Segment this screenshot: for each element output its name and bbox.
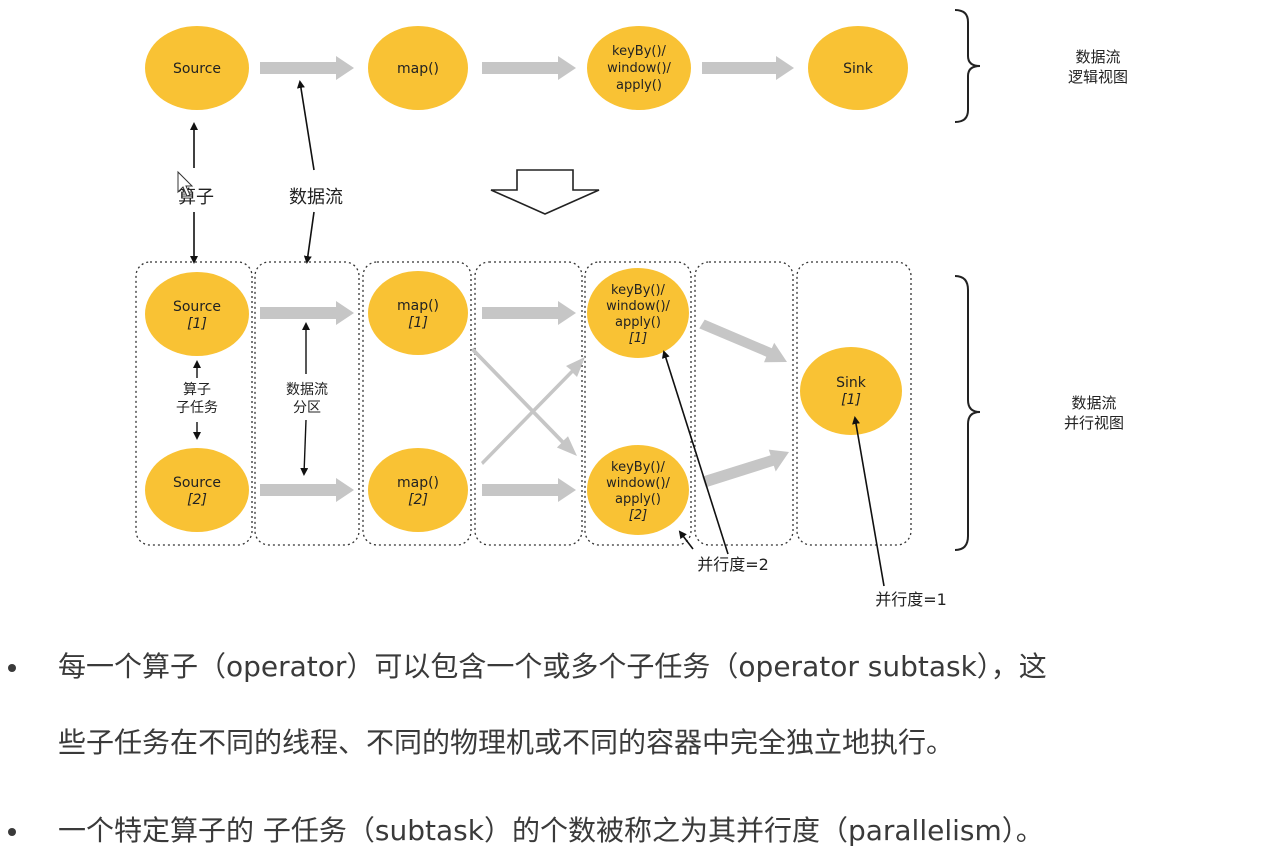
keyby-2-index: [2]: [629, 508, 647, 523]
bullet-dot-icon: [8, 828, 16, 836]
logical-dataflow-arrows: [260, 56, 794, 80]
parallelism-2-label: 并行度=2: [697, 555, 769, 574]
parallel-view-label-line2: 并行视图: [1064, 414, 1124, 432]
keyby-1-line3: apply(): [615, 315, 661, 330]
dataflow-diagram: Source map() keyBy()/ window()/ apply() …: [135, 9, 1128, 609]
logical-arrow-map-keyby: [482, 56, 576, 80]
map-2-label: map(): [397, 475, 439, 491]
column-dataflow-partition-1: [254, 261, 360, 546]
source-2-index: [2]: [187, 492, 207, 508]
operator-subtask-label-line2: 子任务: [176, 400, 218, 416]
column-sink: [796, 261, 912, 546]
dataflow-annotation-arrow-up: [296, 80, 315, 171]
parallel-view-brace: [954, 275, 981, 551]
parallel-node-source-2: Source [2]: [145, 448, 249, 532]
column-source: [135, 261, 253, 546]
map-1-label: map(): [397, 298, 439, 314]
logical-view-brace: [954, 9, 981, 123]
keyby-2-line1: keyBy()/: [611, 460, 666, 475]
source-1-index: [1]: [187, 316, 207, 332]
parallelism-1-pointer-sink: [852, 416, 885, 587]
arrow-source1-map1: [260, 301, 354, 325]
arrow-keyby2-sink1: [702, 449, 789, 488]
parallelism-2-pointer-keyby2: [678, 530, 694, 550]
parallel-dataflow-arrows: [260, 301, 789, 502]
bullet-1-line2: 些子任务在不同的线程、不同的物理机或不同的容器中完全独立地执行。: [58, 726, 955, 759]
arrow-map1-keyby1: [482, 301, 576, 325]
column-keyby: [584, 261, 692, 546]
parallel-node-map-2: map() [2]: [368, 448, 468, 532]
parallel-columns: [135, 261, 912, 546]
dataflow-annotation-label: 数据流: [289, 187, 343, 208]
parallel-view-label-line1: 数据流: [1071, 394, 1116, 412]
sink-1-index: [1]: [841, 392, 861, 408]
parallel-node-map-1: map() [1]: [368, 271, 468, 355]
dataflow-partition-label-line2: 分区: [293, 400, 321, 416]
source-1-label: Source: [173, 299, 221, 315]
logical-view-label-line1: 数据流: [1075, 48, 1120, 66]
keyby-1-line1: keyBy()/: [611, 283, 666, 298]
logical-node-sink-label: Sink: [843, 61, 874, 77]
arrow-map2-keyby2: [482, 478, 576, 502]
parallel-node-keyby-1: keyBy()/ window()/ apply() [1]: [587, 268, 689, 358]
map-2-index: [2]: [408, 492, 428, 508]
column-dataflow-partition-2: [474, 261, 583, 546]
operator-subtask-label-line1: 算子: [183, 382, 211, 398]
keyby-1-line2: window()/: [606, 299, 670, 314]
column-dataflow-partition-3: [694, 261, 794, 546]
logical-arrow-source-map: [260, 56, 354, 80]
source-2-label: Source: [173, 475, 221, 491]
logical-node-source-label: Source: [173, 61, 221, 77]
dataflow-annotation-arrow-down: [303, 211, 315, 264]
parallelism-1-label: 并行度=1: [875, 590, 947, 609]
logical-node-keyby-line2: window()/: [607, 61, 671, 76]
bullet-2-line1: 一个特定算子的 子任务（subtask）的个数被称之为其并行度（parallel…: [58, 814, 1044, 847]
logical-node-keyby-line3: apply(): [616, 78, 662, 93]
keyby-2-line2: window()/: [606, 476, 670, 491]
logical-node-sink: Sink: [808, 26, 908, 110]
arrow-keyby1-sink1: [699, 319, 787, 363]
logical-arrow-keyby-sink: [702, 56, 794, 80]
logical-view-label-line2: 逻辑视图: [1068, 68, 1128, 86]
logical-node-map-label: map(): [397, 61, 439, 77]
dataflow-partition-label-line1: 数据流: [286, 382, 328, 398]
bullet-dot-icon: [8, 664, 16, 672]
operator-annotation-label: 算子: [178, 187, 214, 208]
logical-node-map: map(): [368, 26, 468, 110]
logical-node-source: Source: [145, 26, 249, 110]
map-1-index: [1]: [408, 315, 428, 331]
bullet-1-line1: 每一个算子（operator）可以包含一个或多个子任务（operator sub…: [58, 650, 1047, 683]
transform-down-arrow: [490, 169, 600, 215]
column-map: [362, 261, 472, 546]
parallelism-2-pointer-keyby1: [661, 350, 729, 555]
parallel-node-keyby-2: keyBy()/ window()/ apply() [2]: [587, 445, 689, 535]
arrow-map2-keyby1: [481, 357, 585, 465]
parallel-node-sink-1: Sink [1]: [800, 347, 902, 435]
logical-node-keyby: keyBy()/ window()/ apply(): [587, 26, 691, 110]
keyby-1-index: [1]: [629, 331, 647, 346]
sink-1-label: Sink: [836, 375, 867, 391]
dataflow-partition-arrow-down: [300, 419, 309, 476]
arrow-map1-keyby2: [471, 347, 577, 456]
mouse-cursor-icon: [177, 170, 194, 197]
logical-node-keyby-line1: keyBy()/: [612, 44, 667, 59]
keyby-2-line3: apply(): [615, 492, 661, 507]
parallel-node-source-1: Source [1]: [145, 272, 249, 356]
arrow-source2-map2: [260, 478, 354, 502]
